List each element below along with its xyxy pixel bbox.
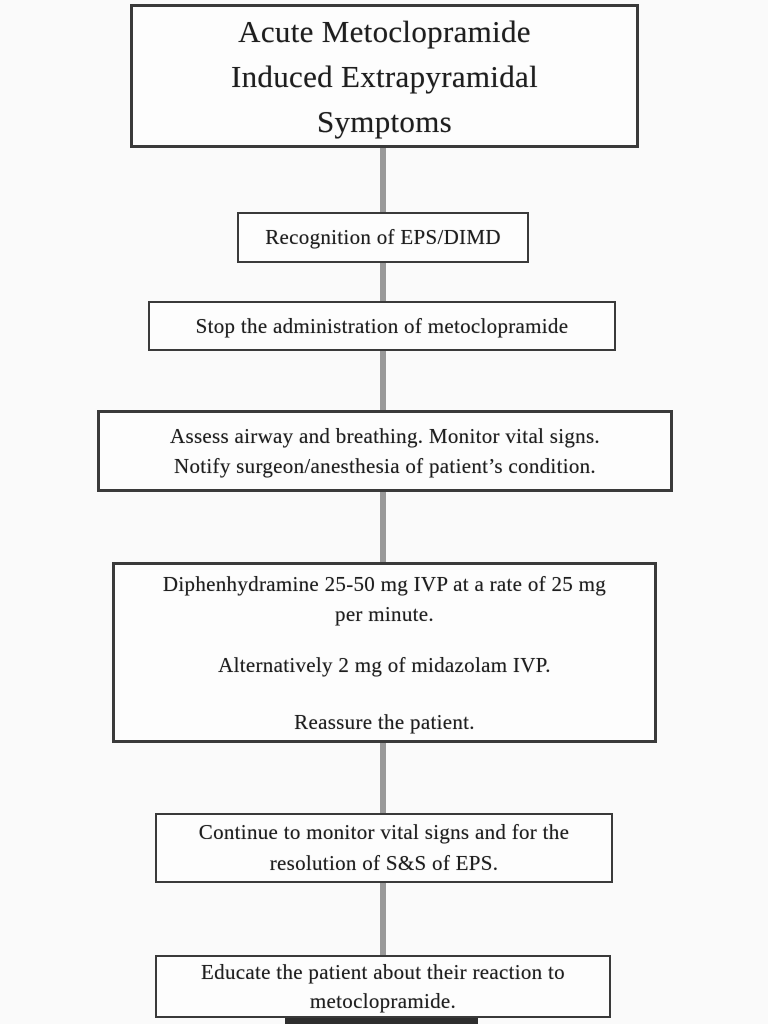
flowchart-title-box: Acute Metoclopramide Induced Extrapyrami… bbox=[130, 4, 639, 148]
step-box-assess-and-notify: Assess airway and breathing. Monitor vit… bbox=[97, 410, 673, 492]
step-box-treatment: Diphenhydramine 25-50 mg IVP at a rate o… bbox=[112, 562, 657, 743]
step-text: Notify surgeon/anesthesia of patient’s c… bbox=[174, 454, 596, 478]
treatment-paragraph: Reassure the patient. bbox=[294, 707, 475, 737]
step-text: per minute. bbox=[335, 601, 434, 626]
step-box-recognition: Recognition of EPS/DIMD bbox=[237, 212, 529, 263]
step-text: Reassure the patient. bbox=[294, 709, 475, 734]
title-line: Acute Metoclopramide bbox=[238, 13, 531, 49]
step-text: Recognition of EPS/DIMD bbox=[265, 225, 501, 249]
treatment-paragraph: Diphenhydramine 25-50 mg IVP at a rate o… bbox=[163, 569, 606, 629]
step-text: Educate the patient about their reaction… bbox=[201, 959, 565, 984]
step-box-monitor-resolution: Continue to monitor vital signs and for … bbox=[155, 813, 613, 883]
step-text: Stop the administration of metoclopramid… bbox=[195, 313, 569, 338]
step-text: Alternatively 2 mg of midazolam IVP. bbox=[218, 652, 551, 677]
step-text: Continue to monitor vital signs and for … bbox=[198, 820, 570, 844]
step-box-stop-metoclopramide: Stop the administration of metoclopramid… bbox=[148, 301, 616, 351]
treatment-paragraph: Alternatively 2 mg of midazolam IVP. bbox=[218, 650, 551, 680]
title-line: Symptoms bbox=[316, 103, 453, 139]
step-box-educate-patient: Educate the patient about their reaction… bbox=[155, 955, 611, 1018]
step-text: Assess airway and breathing. Monitor vit… bbox=[170, 424, 600, 448]
step-text: Diphenhydramine 25-50 mg IVP at a rate o… bbox=[162, 571, 607, 596]
truncated-next-box-top-edge bbox=[285, 1018, 478, 1024]
step-text: resolution of S&S of EPS. bbox=[269, 851, 499, 875]
title-line: Induced Extrapyramidal bbox=[230, 58, 538, 94]
step-text: metoclopramide. bbox=[309, 988, 457, 1013]
